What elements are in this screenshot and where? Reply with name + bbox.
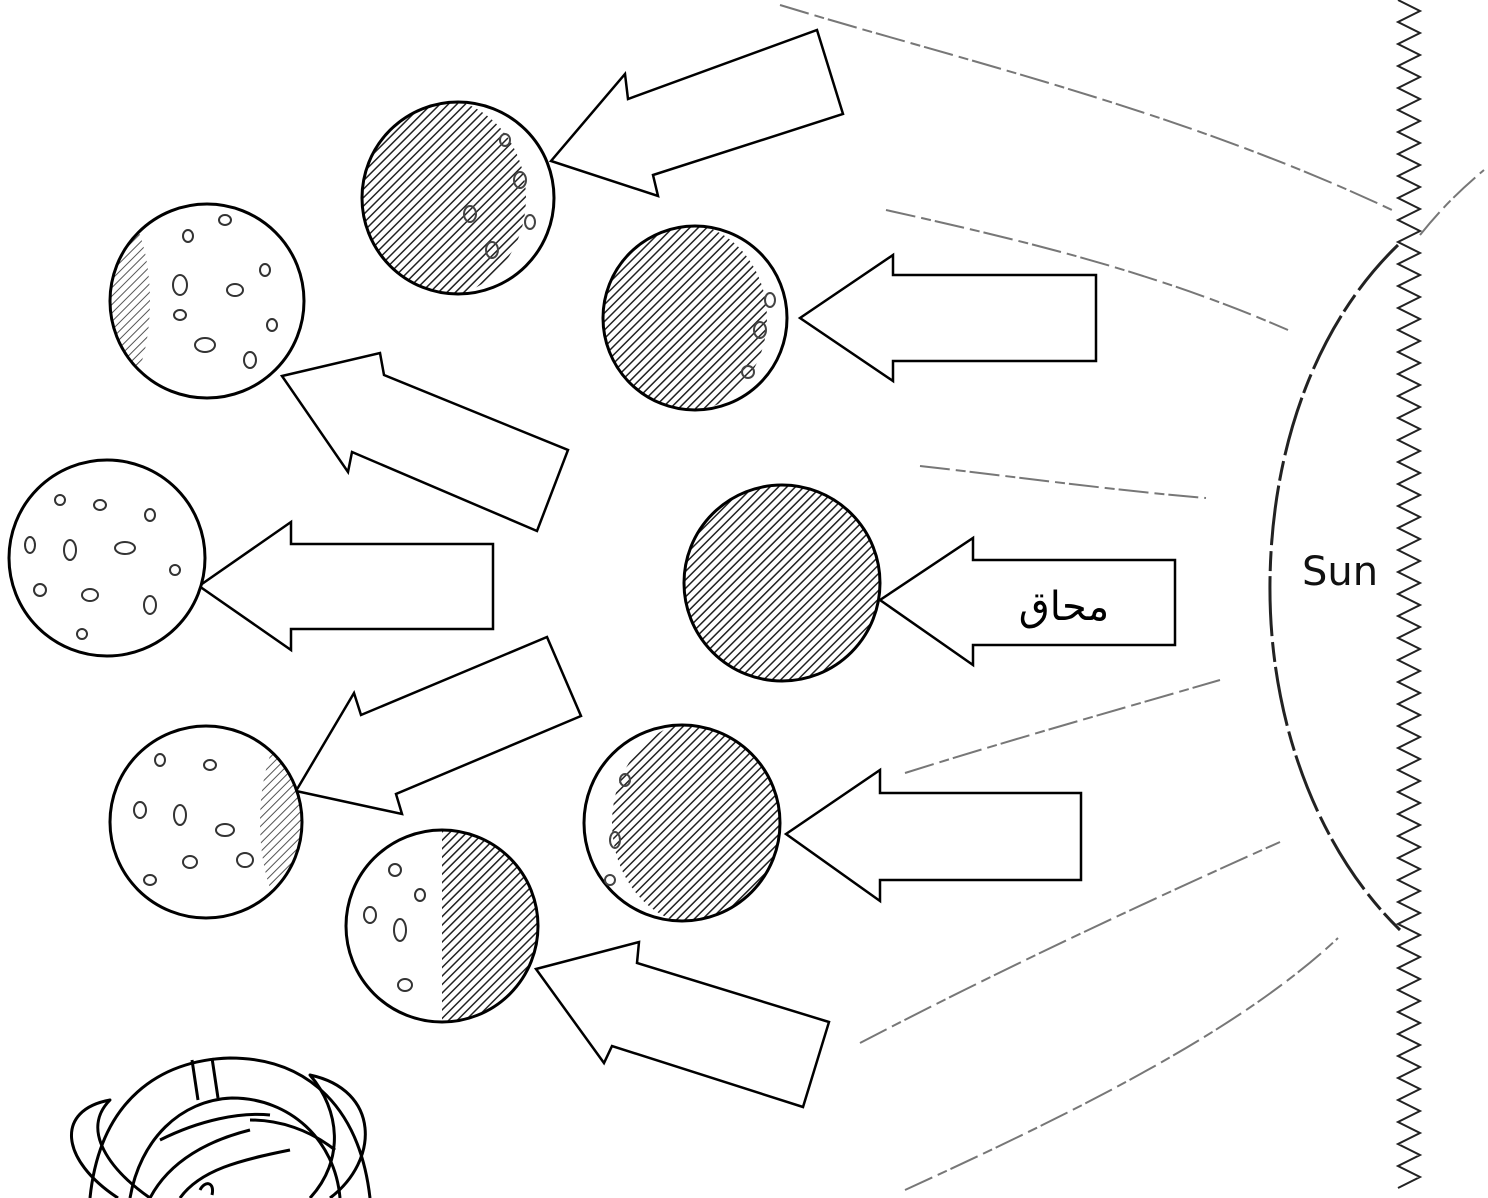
ray-line	[919, 465, 1207, 499]
arrow-to-first-quarter	[797, 252, 1098, 384]
crater-group	[133, 753, 254, 886]
headband	[190, 1057, 220, 1101]
arrow-to-waxing-gibbous	[279, 351, 570, 533]
hair-right-outline	[308, 1073, 367, 1198]
ray-line	[904, 679, 1221, 774]
crater-group	[741, 292, 776, 379]
crater-group	[24, 494, 181, 640]
ray-line	[1419, 169, 1485, 236]
head-outline	[88, 1056, 372, 1198]
moon-outline	[582, 723, 782, 923]
crater-group	[172, 214, 278, 369]
arrow-to-waning-gibbous	[294, 635, 583, 816]
sun: Sun	[1268, 0, 1423, 1189]
new-moon-label: محاق	[1019, 584, 1109, 630]
moon-outline	[108, 724, 304, 920]
moon-disk	[110, 726, 302, 918]
ray-line	[885, 209, 1289, 331]
sun-outline	[1268, 243, 1402, 932]
arrows	[196, 28, 1177, 1109]
inner-face-outline	[128, 1096, 342, 1198]
moon-full	[7, 458, 207, 658]
moon-disk	[7, 458, 207, 658]
moon-outline	[601, 224, 789, 412]
ray-line	[904, 937, 1339, 1191]
crater-group	[463, 133, 536, 259]
moon-waning-crescent	[582, 723, 782, 923]
girl-head-illustration	[70, 1056, 372, 1198]
sun-rays	[779, 4, 1485, 1191]
moon-outline	[108, 202, 306, 400]
crater-group	[604, 773, 631, 886]
moon-first-quarter	[601, 224, 789, 412]
arrow-to-new-moon	[877, 535, 1177, 668]
arrow-to-waxing-crescent	[548, 28, 845, 198]
moon-disk	[110, 204, 304, 398]
moon-last-quarter	[344, 828, 540, 1024]
arrow-to-last-quarter	[783, 767, 1083, 904]
ear-detail	[198, 1182, 215, 1196]
arrow-to-waning-crescent	[533, 940, 831, 1109]
moon-new	[682, 483, 882, 683]
crater-group	[363, 863, 426, 992]
ray-line	[779, 4, 1393, 211]
hair-strands	[148, 1112, 336, 1198]
moon-outline	[344, 828, 540, 1024]
moon-waning-gibbous	[108, 724, 304, 920]
moon-waxing-crescent	[360, 100, 556, 296]
sun-label: Sun	[1302, 549, 1378, 595]
moons	[7, 100, 882, 1024]
moon-waxing-gibbous	[108, 202, 306, 400]
sun-zigzag-edge	[1395, 0, 1423, 1189]
hair-left-outline	[70, 1098, 151, 1198]
ray-line	[859, 841, 1281, 1044]
arrow-to-full-moon	[196, 519, 495, 653]
moon-outline	[360, 100, 556, 296]
moon-disk	[682, 483, 882, 683]
